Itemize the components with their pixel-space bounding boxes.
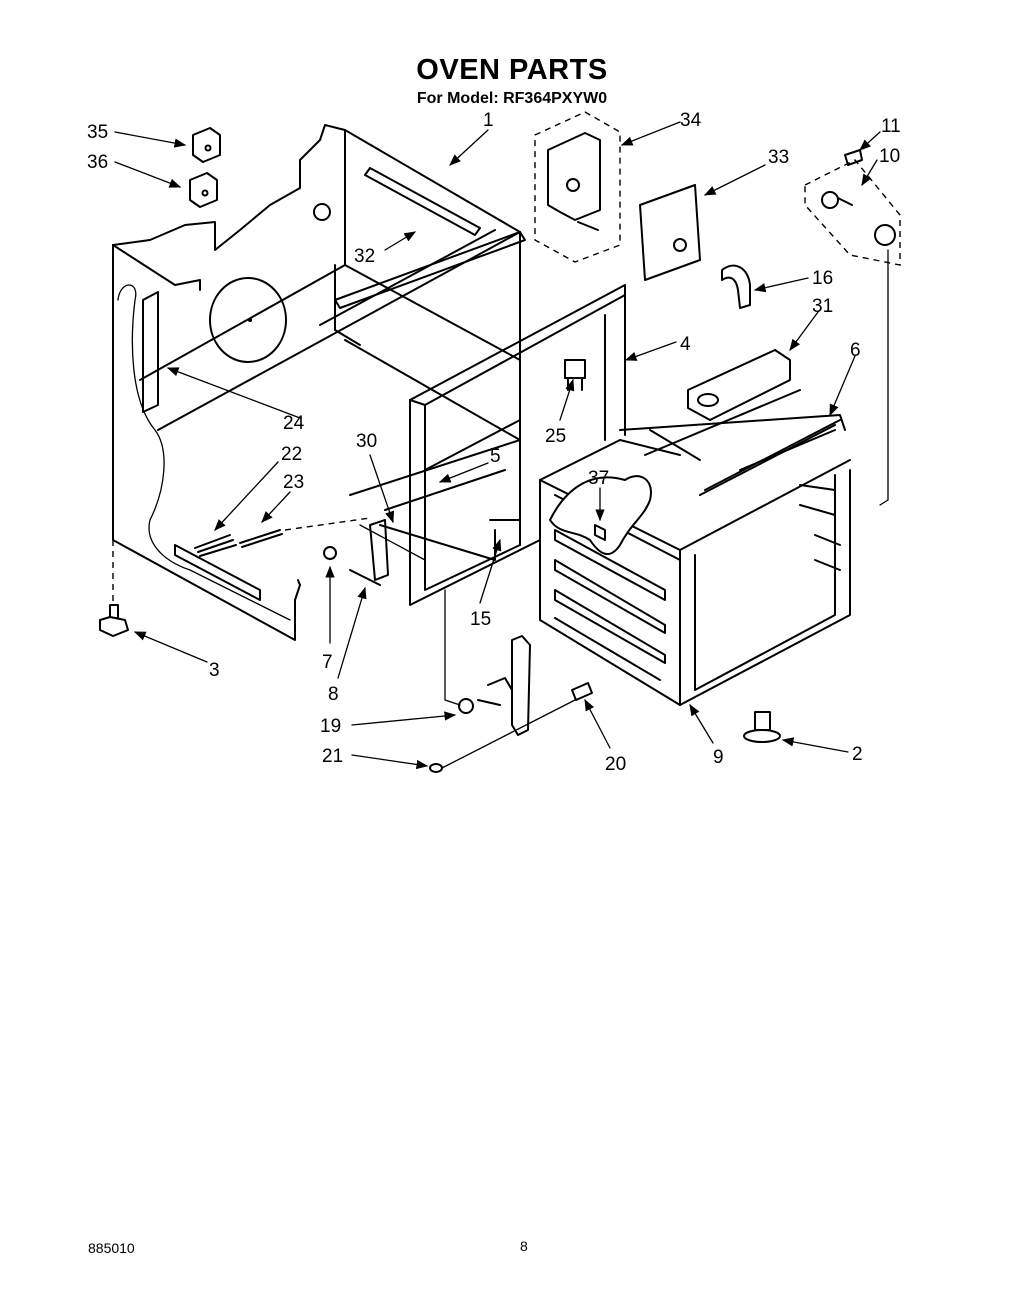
diagram-title: OVEN PARTS [416,54,608,86]
callout-30: 30 [356,431,377,452]
callout-20: 20 [605,754,626,775]
callout-2: 2 [852,744,863,765]
callout-19: 19 [320,716,341,737]
connector-25 [564,359,586,391]
leveling-leg-3 [99,540,129,637]
plate-33 [639,184,701,281]
foot-2 [743,711,781,743]
callout-7: 7 [322,652,333,673]
callout-35: 35 [87,122,108,143]
callout-32: 32 [354,246,375,267]
springs-22-23 [194,517,371,557]
oven-chassis [112,124,526,641]
callout-34: 34 [680,110,702,131]
callout-31: 31 [812,296,833,317]
document-code: 885010 [88,1240,135,1256]
callout-9: 9 [713,747,724,768]
callout-3: 3 [209,660,220,681]
washer-21 [429,699,576,773]
screw-20 [571,682,593,701]
callout-24: 24 [283,413,305,434]
leader-lines [114,121,881,770]
oven-rack [539,439,851,706]
callout-22: 22 [281,444,302,465]
callout-11: 11 [881,116,901,137]
front-frame [409,284,626,606]
cap-35 [192,127,221,163]
callout-5: 5 [490,446,501,467]
callout-21: 21 [322,746,343,767]
callout-33: 33 [768,147,789,168]
upper-rack [619,389,846,571]
callout-4: 4 [680,334,691,355]
callout-labels: 1 2 3 4 5 6 7 8 9 10 11 15 16 19 20 21 2… [87,110,901,775]
callout-8: 8 [328,684,339,705]
callout-1: 1 [483,110,494,131]
hinge-19 [444,589,531,736]
model-subtitle: For Model: RF364PXYW0 [416,90,608,107]
page-number: 8 [520,1238,528,1254]
callout-6: 6 [850,340,861,361]
callout-15: 15 [470,609,491,630]
callout-16: 16 [812,268,833,289]
cap-36 [189,172,218,208]
callout-23: 23 [283,472,304,493]
igniter-10-11 [804,149,901,506]
callout-36: 36 [87,152,108,173]
callout-25: 25 [545,426,566,447]
bracket-34 [534,111,621,263]
bracket-30 [323,519,426,586]
burner-box-31 [687,349,791,421]
elbow-16 [721,264,751,309]
callout-10: 10 [879,146,900,167]
callout-37: 37 [588,468,609,489]
